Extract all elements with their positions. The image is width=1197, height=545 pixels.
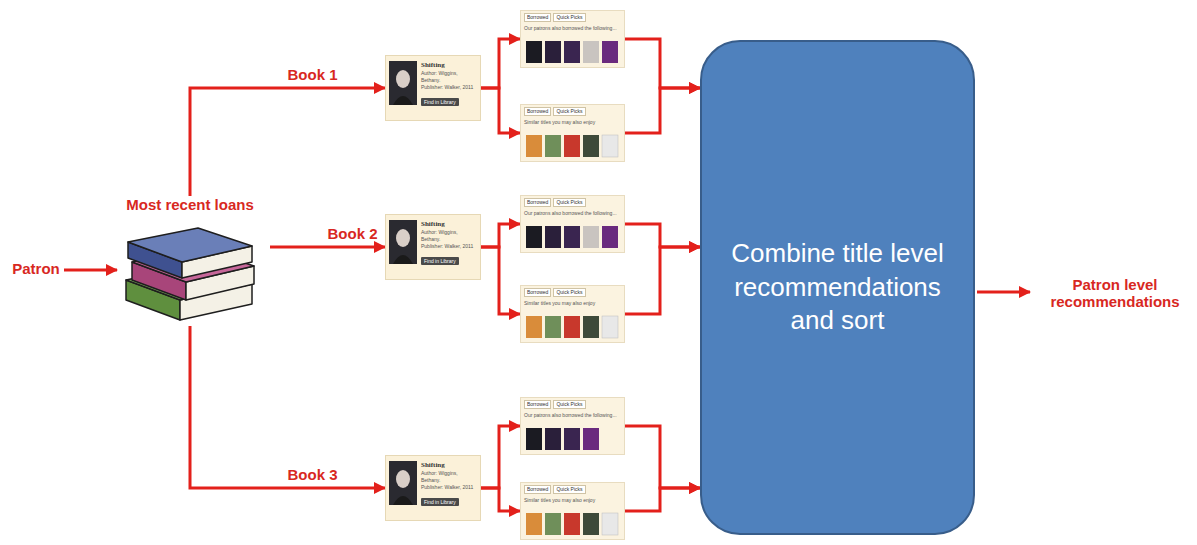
library-button: Find in Library (421, 498, 459, 506)
tab-label: Borrowed (524, 288, 551, 297)
recommendation-panel: BorrowedQuick PicksSimilar titles you ma… (520, 482, 625, 540)
button-row: Find in Library (421, 90, 477, 108)
book-title: Shifting (421, 61, 477, 70)
section-heading: Most recent loans (110, 196, 270, 213)
branch-label: Book 3 (287, 466, 337, 483)
tab-row: BorrowedQuick Picks (524, 13, 621, 22)
tab-row: BorrowedQuick Picks (524, 198, 621, 207)
button-row: Find in Library (421, 249, 477, 267)
branch-label: Book 2 (327, 225, 377, 242)
book-card: ShiftingAuthor: Wiggins, Bethany.Publish… (385, 455, 481, 521)
tab-label: Quick Picks (553, 288, 585, 297)
book-detail: Author: Wiggins, Bethany. (421, 70, 477, 84)
book-detail: Author: Wiggins, Bethany. (421, 229, 477, 243)
book-card: ShiftingAuthor: Wiggins, Bethany.Publish… (385, 55, 481, 121)
panel-caption: Our patrons also borrowed the following.… (524, 25, 621, 31)
tab-label: Quick Picks (553, 13, 585, 22)
panel-caption: Similar titles you may also enjoy (524, 300, 621, 306)
book-title: Shifting (421, 461, 477, 470)
flow-arrow (481, 39, 520, 88)
tab-row: BorrowedQuick Picks (524, 107, 621, 116)
library-button: Find in Library (421, 98, 459, 106)
tab-label: Borrowed (524, 485, 551, 494)
panel-caption: Our patrons also borrowed the following.… (524, 210, 621, 216)
button-row: Find in Library (421, 490, 477, 508)
recommendation-panel: BorrowedQuick PicksSimilar titles you ma… (520, 104, 625, 162)
branch-label: Book 1 (287, 66, 337, 83)
flow-arrow (625, 88, 700, 133)
recommendation-panel: BorrowedQuick PicksOur patrons also borr… (520, 397, 625, 455)
flow-arrow (481, 88, 520, 133)
flow-arrow (625, 247, 700, 314)
loan-stack: Most recent loans (110, 196, 270, 326)
tab-label: Borrowed (524, 400, 551, 409)
flow-arrow (481, 247, 520, 314)
panel-caption: Similar titles you may also enjoy (524, 119, 621, 125)
book-detail: Publisher: Walker, 2011 (421, 484, 477, 491)
flow-arrow (190, 88, 385, 196)
panel-caption: Our patrons also borrowed the following.… (524, 412, 621, 418)
tab-label: Borrowed (524, 107, 551, 116)
process-text: Combine title level recommendations and … (722, 237, 954, 338)
output-label: Patron level recommendations (1035, 276, 1195, 310)
patron-arrow (64, 269, 117, 272)
process-box: Combine title level recommendations and … (700, 40, 975, 535)
panel-caption: Similar titles you may also enjoy (524, 497, 621, 503)
tab-row: BorrowedQuick Picks (524, 400, 621, 409)
tab-row: BorrowedQuick Picks (524, 485, 621, 494)
tab-label: Quick Picks (553, 107, 585, 116)
library-button: Find in Library (421, 257, 459, 265)
flow-arrow (190, 326, 385, 488)
input-label: Patron (8, 260, 64, 277)
flow-arrow (625, 488, 700, 511)
book-card: ShiftingAuthor: Wiggins, Bethany.Publish… (385, 214, 481, 280)
book-detail: Publisher: Walker, 2011 (421, 243, 477, 250)
book-detail: Publisher: Walker, 2011 (421, 84, 477, 91)
tab-label: Borrowed (524, 198, 551, 207)
flow-arrow (481, 488, 520, 511)
book-title: Shifting (421, 220, 477, 229)
recommendation-panel: BorrowedQuick PicksOur patrons also borr… (520, 195, 625, 253)
tab-label: Borrowed (524, 13, 551, 22)
output-arrow (977, 291, 1030, 294)
recommendation-panel: BorrowedQuick PicksSimilar titles you ma… (520, 285, 625, 343)
tab-label: Quick Picks (553, 485, 585, 494)
flow-arrow (625, 39, 700, 88)
flow-arrow (481, 224, 520, 247)
tab-label: Quick Picks (553, 198, 585, 207)
cover-thumbnails (389, 61, 417, 505)
tab-row: BorrowedQuick Picks (524, 288, 621, 297)
book-stack (126, 228, 254, 320)
flow-arrow (270, 246, 385, 249)
book-detail: Author: Wiggins, Bethany. (421, 470, 477, 484)
tab-label: Quick Picks (553, 400, 585, 409)
flow-arrow (481, 426, 520, 488)
flow-arrow (625, 426, 700, 488)
recommendation-panel: BorrowedQuick PicksOur patrons also borr… (520, 10, 625, 68)
flow-arrow (625, 224, 700, 247)
